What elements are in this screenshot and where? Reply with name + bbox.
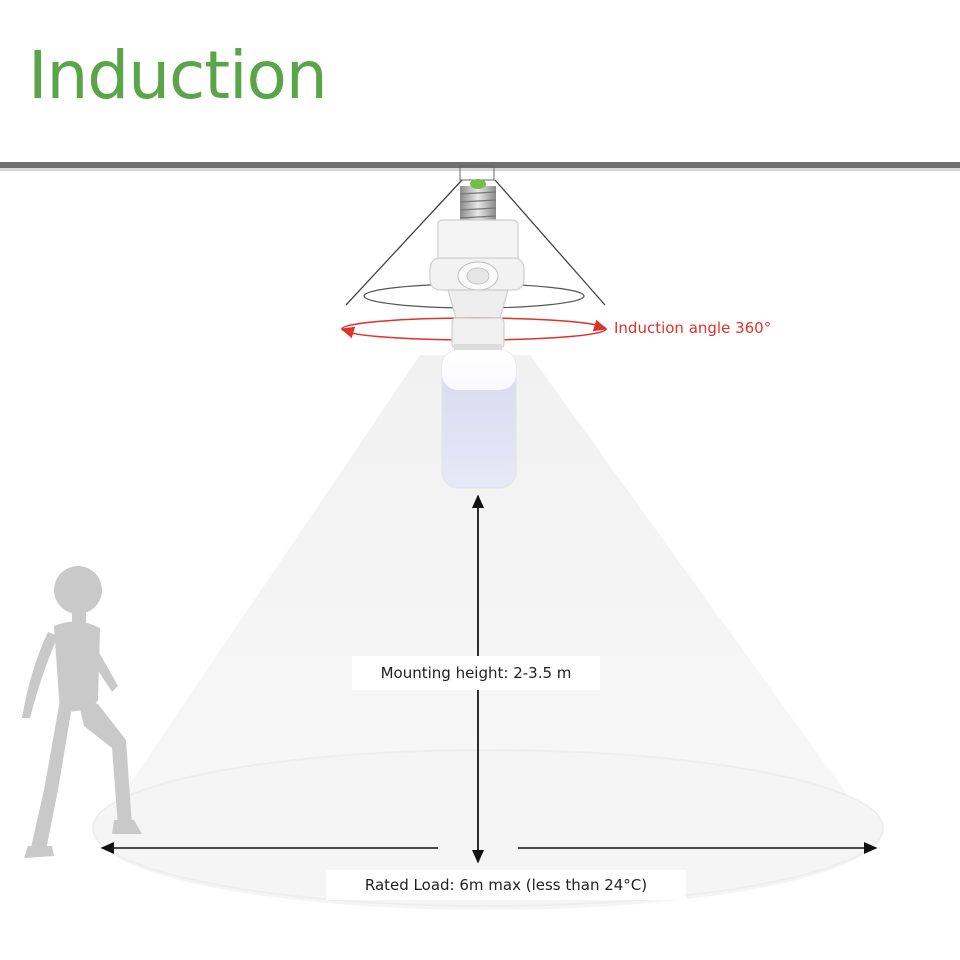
detection-line-left [345,179,463,306]
light-cone [92,355,880,840]
induction-angle-label: Induction angle 360° [614,319,772,337]
motion-sensor-socket-icon [429,219,525,319]
rated-load-box: Rated Load: 6m max (less than 24°C) [326,870,686,900]
page-title: Induction [28,37,328,114]
led-bulb-icon [441,349,517,489]
mounting-height-label: Mounting height: 2-3.5 m [380,664,572,682]
ceiling-line [0,162,960,168]
rated-load-label: Rated Load: 6m max (less than 24°C) [364,876,648,894]
screw-base-icon [459,179,497,224]
detection-line-right [494,179,606,306]
ceiling-shadow [0,168,960,171]
mounting-height-box: Mounting height: 2-3.5 m [352,656,600,690]
walking-person-icon [22,566,142,858]
